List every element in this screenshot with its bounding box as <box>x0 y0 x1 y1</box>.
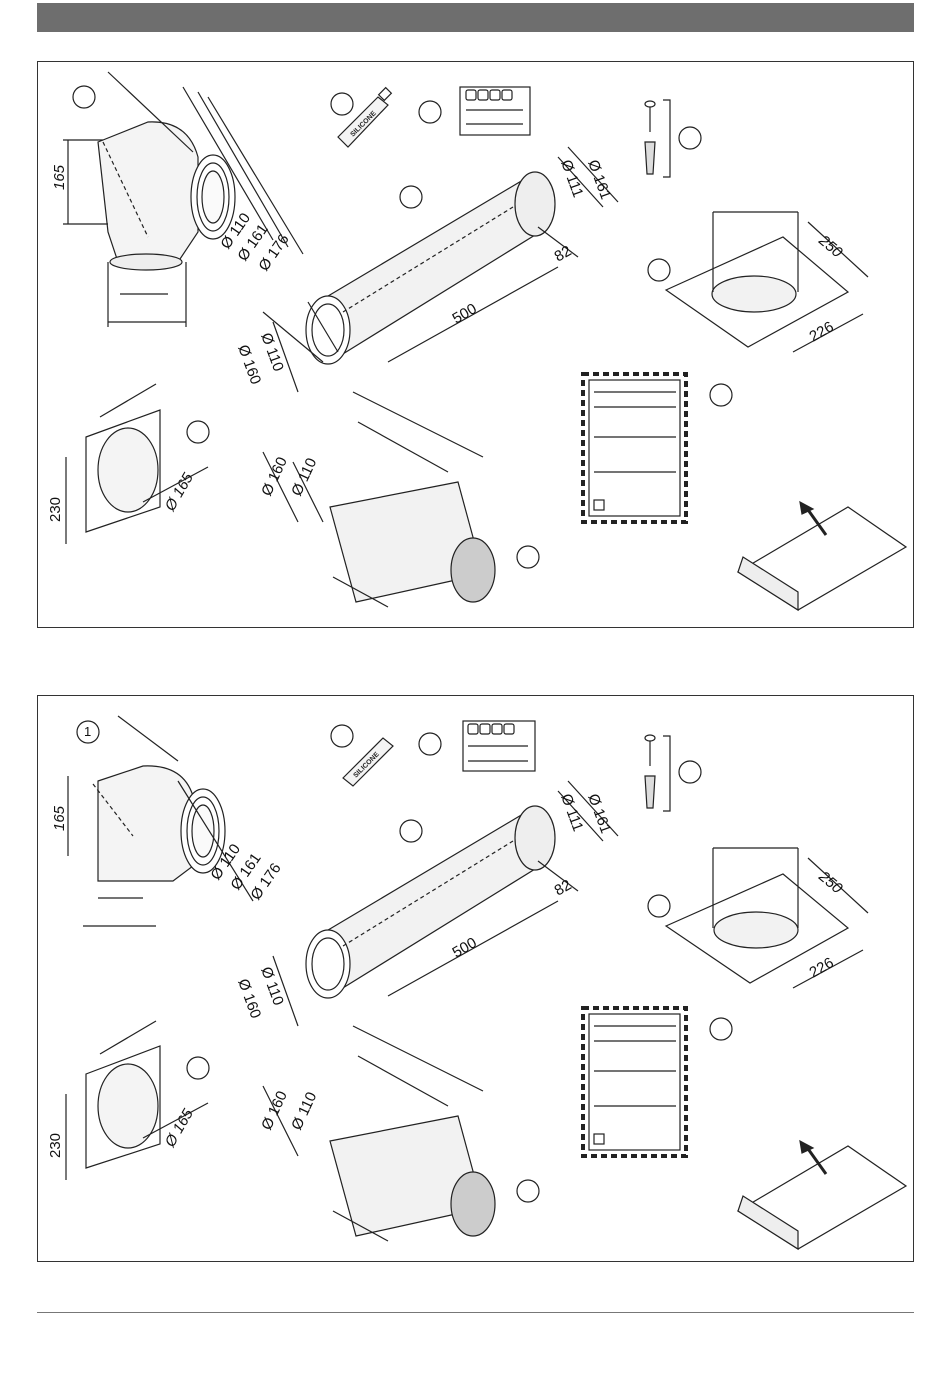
terminal-d-inner: Ø 110 <box>288 1089 320 1132</box>
silicone-tube <box>331 88 391 147</box>
pipe-length: 500 <box>450 934 480 961</box>
footer-rule <box>37 1312 914 1313</box>
elbow-height: 165 <box>51 805 68 831</box>
installation-document <box>583 374 732 522</box>
wall-terminal <box>263 392 539 607</box>
rating-label-card <box>419 721 535 771</box>
terminal-d-outer: Ø 160 <box>258 454 291 498</box>
pipe-collar: 82 <box>552 876 575 899</box>
wall-plate-depth: 226 <box>807 954 837 981</box>
silicone-tube <box>331 725 393 786</box>
packaging-box-icon <box>738 1141 906 1249</box>
rosette-height: 230 <box>47 497 64 522</box>
terminal-d-outer: Ø 160 <box>258 1088 291 1132</box>
screw-and-plug <box>645 100 701 177</box>
terminal-d-inner: Ø 110 <box>288 455 320 498</box>
rosette-diameter: Ø 165 <box>161 1106 197 1151</box>
pipe-d-outer-start: Ø 160 <box>234 343 264 387</box>
header-bar <box>37 3 914 32</box>
pipe-collar: 82 <box>552 242 575 265</box>
pipe-d-outer-end: Ø 161 <box>584 792 614 836</box>
rosette-diameter: Ø 165 <box>161 470 197 515</box>
parts-diagram-1: 165 Ø 110 Ø 161 Ø 176 SILICONE Ø 161 Ø 1… <box>38 62 915 629</box>
pipe-d-outer-start: Ø 160 <box>234 977 264 1021</box>
wall-plate-width: 250 <box>815 867 846 897</box>
wall-rosette <box>66 1021 209 1180</box>
diagram-panel-1: 165 Ø 110 Ø 161 Ø 176 SILICONE Ø 161 Ø 1… <box>37 61 914 628</box>
pipe-d-outer-end: Ø 161 <box>584 158 614 202</box>
elbow-fitting <box>63 72 303 327</box>
elbow-height: 165 <box>51 164 68 190</box>
wall-plate-width: 250 <box>815 231 846 261</box>
rosette-height: 230 <box>47 1133 64 1158</box>
callout-circle <box>73 86 95 108</box>
wall-plate-depth: 226 <box>807 318 837 345</box>
wall-terminal <box>263 1026 539 1241</box>
parts-diagram-2: 1 165 Ø 110 Ø 161 Ø 176 SILICONE Ø 161 Ø… <box>38 696 915 1263</box>
pipe-d-inner-start: Ø 110 <box>257 965 287 1008</box>
packaging-box-icon <box>738 502 906 610</box>
diagram-panel-2: 1 165 Ø 110 Ø 161 Ø 176 SILICONE Ø 161 Ø… <box>37 695 914 1262</box>
pipe-d-inner-start: Ø 110 <box>257 331 287 374</box>
elbow-fitting <box>68 716 253 926</box>
screw-and-plug <box>645 735 701 811</box>
wall-rosette <box>66 384 209 544</box>
pipe-length: 500 <box>450 300 480 327</box>
installation-document <box>583 1008 732 1156</box>
pipe-d-inner-end: Ø 111 <box>557 792 586 834</box>
rating-label-card <box>419 87 530 135</box>
pipe-d-inner-end: Ø 111 <box>557 158 586 200</box>
elbow-callout-number: 1 <box>84 724 91 739</box>
